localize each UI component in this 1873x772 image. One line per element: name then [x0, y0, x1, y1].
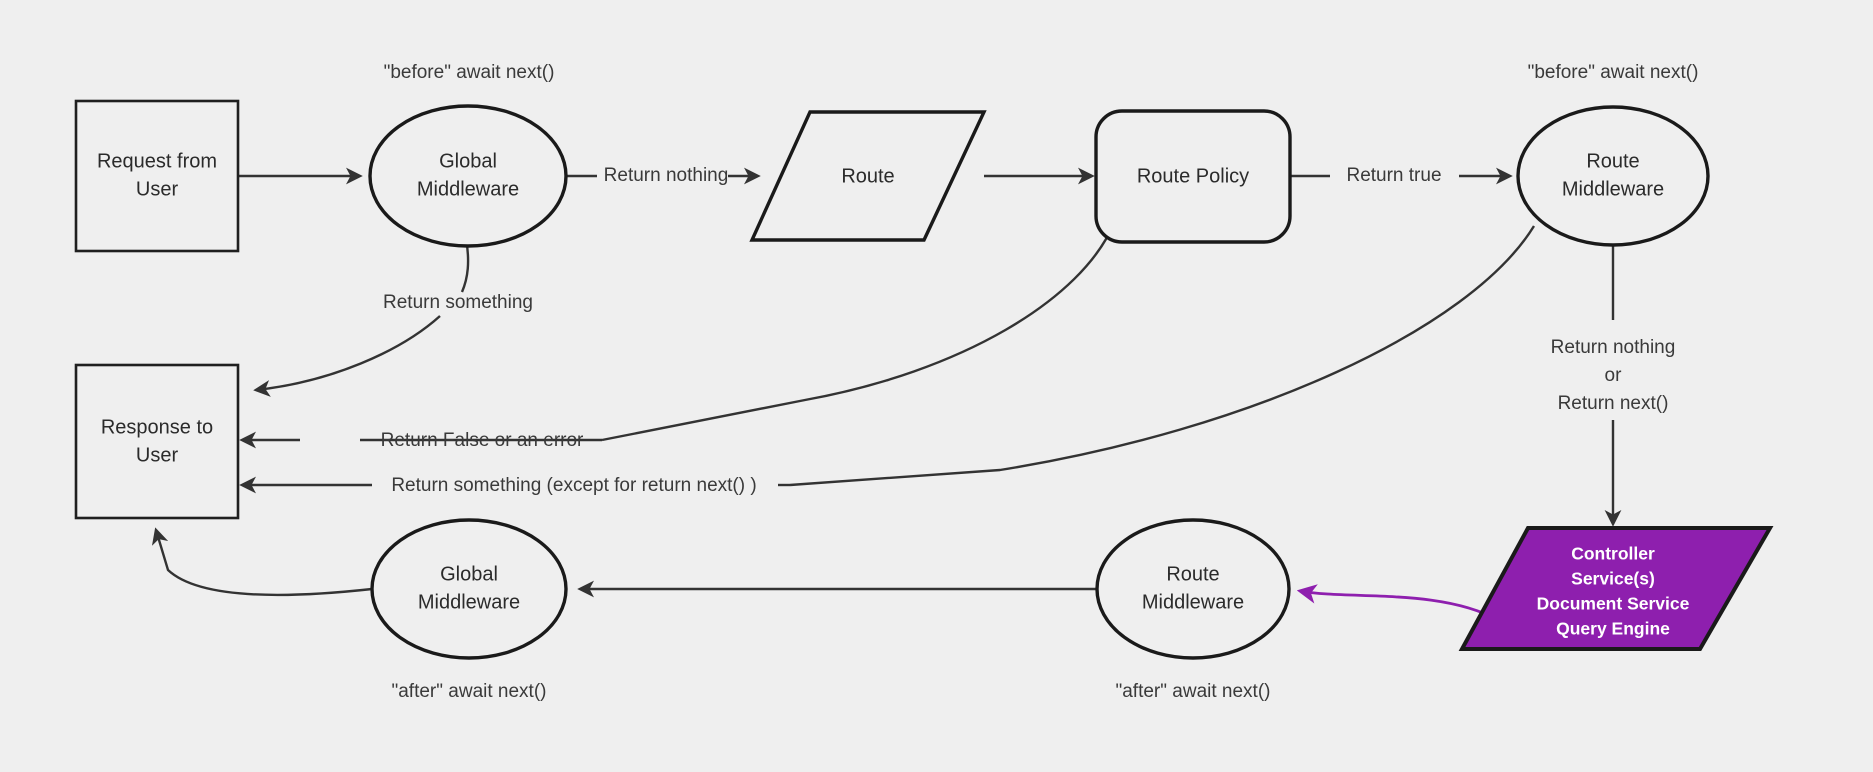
- node-response-to-user-label-line2: User: [136, 444, 179, 466]
- node-route-middleware-after-label-line2: Middleware: [1142, 591, 1244, 613]
- edge-label-return-nothing-or-next-line3: Return next(): [1558, 393, 1669, 414]
- node-global-middleware-after[interactable]: [370, 518, 568, 660]
- edge-label-return-something-except-next: Return something (except for return next…: [391, 475, 756, 496]
- edge-label-return-true: Return true: [1346, 165, 1441, 186]
- edge-global-middleware-return-something-lower: [253, 315, 441, 397]
- node-route-middleware-before-label-line2: Middleware: [1562, 178, 1664, 200]
- edge-label-return-nothing: Return nothing: [604, 165, 729, 186]
- edge-label-return-nothing-or-next-line2: or: [1605, 365, 1623, 386]
- node-route-middleware-before-label-line1: Route: [1586, 150, 1639, 172]
- edge-global-middleware-after-to-response: [151, 527, 373, 597]
- edge-label-return-nothing-or-next-line1: Return nothing: [1551, 337, 1676, 358]
- node-request-from-user-label-line2: User: [136, 178, 179, 200]
- node-global-middleware-before-label-line1: Global: [439, 150, 497, 172]
- edge-controller-to-route-middleware-after: [1296, 584, 1499, 622]
- node-route-label: Route: [841, 165, 894, 187]
- annotation-before-await-next-route: "before" await next(): [1528, 62, 1699, 83]
- edge-route-middleware-to-response-curve: [789, 225, 1536, 487]
- node-controller-services-label-line3: Document Service: [1537, 594, 1690, 614]
- node-controller-services[interactable]: [1458, 526, 1774, 651]
- node-controller-services-label-line2: Service(s): [1571, 569, 1655, 589]
- node-global-middleware-after-label-line1: Global: [440, 563, 498, 585]
- edge-label-return-something-global: Return something: [383, 292, 533, 313]
- node-global-middleware-before-label-line2: Middleware: [417, 178, 519, 200]
- node-request-from-user-label-line1: Request from: [97, 150, 217, 172]
- node-route-middleware-after[interactable]: [1095, 518, 1291, 660]
- node-route-policy[interactable]: [1094, 109, 1292, 244]
- node-route[interactable]: [749, 110, 987, 242]
- node-global-middleware-before[interactable]: [368, 104, 568, 248]
- node-global-middleware-after-label-line2: Middleware: [418, 591, 520, 613]
- node-route-middleware-after-label-line1: Route: [1166, 563, 1219, 585]
- edge-route-policy-to-response-curve: [601, 222, 1116, 442]
- node-request-from-user[interactable]: [74, 99, 240, 253]
- edge-label-return-false-or-error: Return False or an error: [381, 430, 584, 451]
- annotation-after-await-next-global: "after" await next(): [392, 681, 547, 702]
- node-response-to-user[interactable]: [74, 363, 240, 520]
- node-controller-services-label-line4: Query Engine: [1556, 619, 1670, 639]
- node-route-policy-label: Route Policy: [1137, 165, 1249, 187]
- annotation-before-await-next-global: "before" await next(): [384, 62, 555, 83]
- annotation-after-await-next-route: "after" await next(): [1116, 681, 1271, 702]
- node-response-to-user-label-line1: Response to: [101, 416, 213, 438]
- node-route-middleware-before[interactable]: [1516, 105, 1710, 247]
- node-controller-services-label-line1: Controller: [1571, 544, 1655, 564]
